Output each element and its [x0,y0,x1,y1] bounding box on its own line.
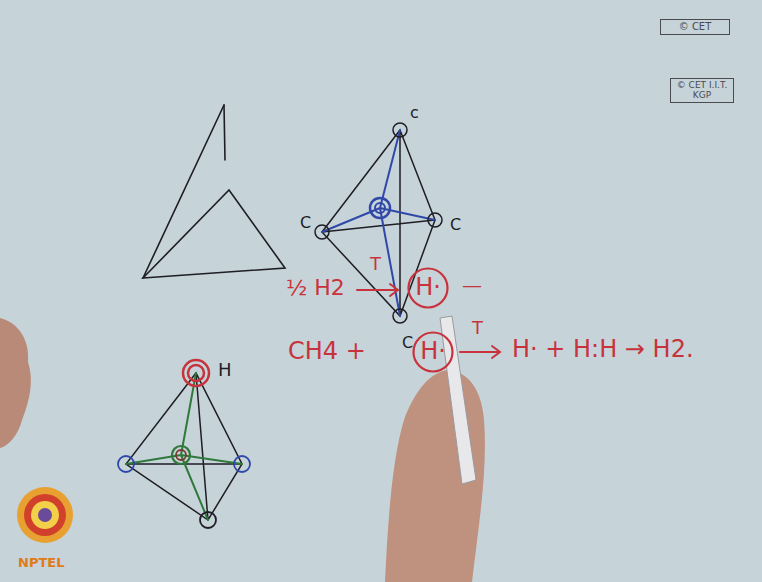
logo-ring [17,487,73,543]
reaction-arrow [460,346,500,358]
hydrogen-tetrahedron [118,360,250,528]
sketch-triangle [143,190,285,278]
condition-label: T [370,254,381,274]
presenter-hand [0,316,485,582]
node-text: H· [420,338,446,366]
reaction-arrow [357,284,398,296]
equation-term: ½ H2 [286,276,345,300]
logo-center [38,508,52,522]
logo-ring [24,494,66,536]
equation-term: H· + H:H → H2. [512,336,694,362]
atom-label: C [300,214,311,232]
circle-outline [409,269,448,308]
vertex-atom [234,456,250,472]
vertex-atom [428,213,442,227]
circled-radical: H· [407,267,449,309]
left-fingers [0,318,31,448]
circled-radical: H· [412,331,454,373]
atom-label: C [450,216,461,234]
atom-label: c [410,104,419,122]
central-atom [375,203,385,213]
logo-ring [31,501,59,529]
central-atom [176,450,186,460]
watermark-box: © CET I.I.T. KGP [670,78,734,103]
equation-mark: — [462,274,482,296]
marked-atom [188,365,204,381]
sketch-line [224,105,225,160]
node-text: © CET I.I.T. KGP [674,80,730,101]
condition-label: T [472,318,483,338]
vertex-atom [393,309,407,323]
vertex-atom [118,456,134,472]
atom-label: H [218,360,232,380]
atom-label: C [402,334,413,352]
circle-outline [414,333,453,372]
central-atom [172,446,190,464]
node-text: © CET [664,21,726,33]
vertex-atom [315,225,329,239]
node-text: H· [415,274,441,302]
vertex-atom [200,512,216,528]
triangle-sketch [143,105,285,278]
watermark-box: © CET [660,19,730,35]
marked-atom [183,360,209,386]
equation-term: CH4 + [288,338,366,364]
sketch-line [143,105,224,278]
nptel-logo [17,487,73,543]
vertex-atom [393,123,407,137]
tetrahedron-edges [126,373,242,520]
logo-text: NPTEL [18,556,64,570]
bond-lines [126,373,242,520]
central-atom [370,198,390,218]
